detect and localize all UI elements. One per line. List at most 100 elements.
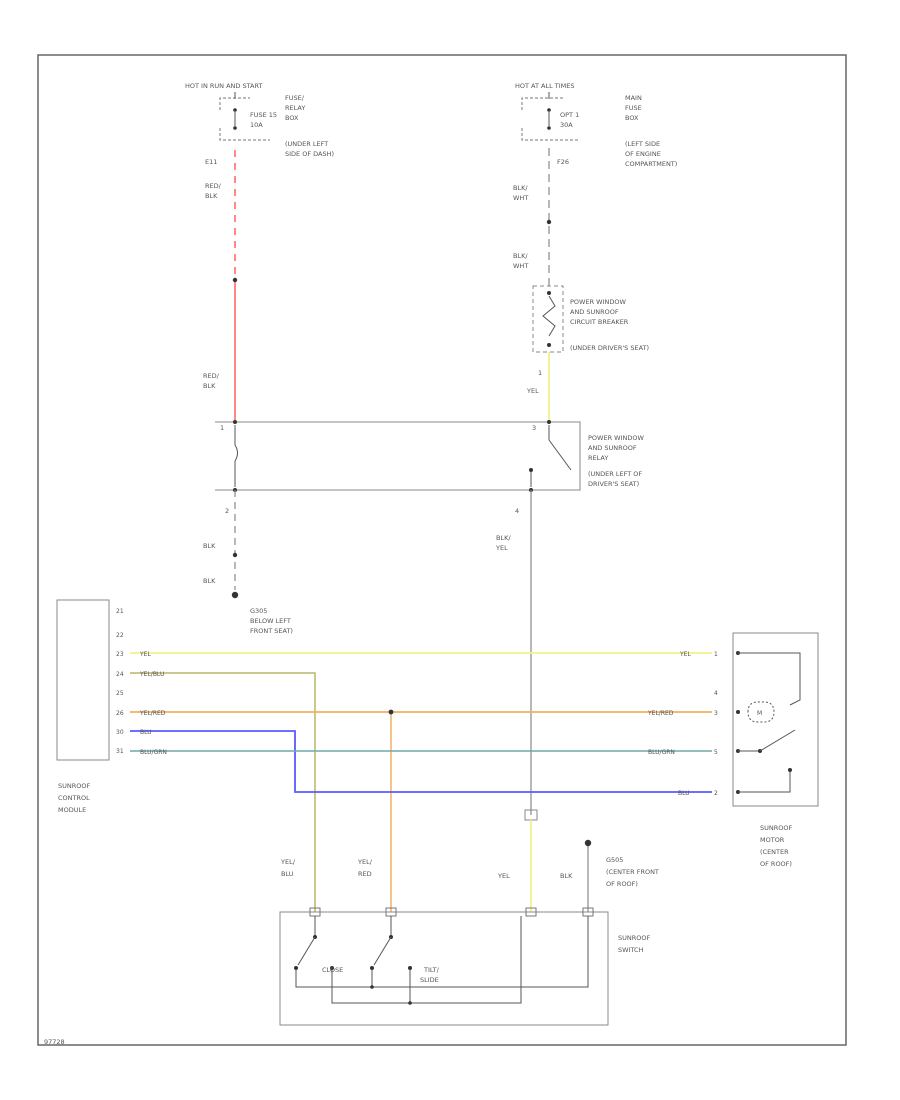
right-fuse-box-1: MAIN (625, 94, 642, 102)
right-source-label: HOT AT ALL TIMES (515, 82, 575, 90)
module-wire-yel: YEL (139, 651, 151, 658)
switch-wire-yelred-1: YEL/ (357, 858, 373, 866)
switch-label-tilt-2: SLIDE (420, 976, 439, 984)
module-label-2: CONTROL (58, 794, 90, 802)
wire-label-blk-2: BLK (203, 577, 216, 585)
left-fuse-box-3: BOX (285, 114, 299, 122)
module-pin-22: 22 (116, 632, 124, 639)
wire-label-redblk-a1: RED/ (205, 182, 222, 190)
diagram-border (37, 54, 847, 1046)
wire-label-blk-1: BLK (203, 542, 216, 550)
right-fuse-amps: 30A (560, 121, 573, 129)
right-fuse-box-2: FUSE (625, 104, 642, 112)
wire-label-blkwht-a2: WHT (513, 194, 528, 202)
motor-wire-yelred: YEL/RED (647, 710, 674, 717)
right-location-1: (LEFT SIDE (625, 140, 660, 148)
right-fuse-name: OPT 1 (560, 111, 579, 119)
ground-left-id: G305 (250, 607, 267, 615)
wire-label-e11: E11 (205, 158, 217, 166)
relay-pin-3: 3 (532, 424, 536, 432)
left-fuse-name: FUSE 15 (250, 111, 277, 119)
wire-label-redblk-b2: BLK (203, 382, 216, 390)
switch-wire-yelblu-1: YEL/ (280, 858, 296, 866)
switch-label-2: SWITCH (618, 946, 644, 954)
figure-code: 97728 (44, 1038, 65, 1046)
module-wire-blugrn: BLU/GRN (140, 749, 167, 756)
right-fuse-box-3: BOX (625, 114, 639, 122)
module-pin-26: 26 (116, 710, 124, 717)
module-pin-31: 31 (116, 748, 124, 755)
circuit-breaker: POWER WINDOW AND SUNROOF CIRCUIT BREAKER… (532, 285, 649, 353)
left-fuse-box-2: RELAY (285, 104, 305, 112)
module-label-3: MODULE (58, 806, 86, 814)
ground-right-2: OF ROOF) (606, 880, 638, 888)
motor-label-2: MOTOR (760, 836, 785, 844)
motor-pin-1: 1 (714, 651, 718, 658)
left-source-label: HOT IN RUN AND START (185, 82, 263, 90)
left-location-2: SIDE OF DASH) (285, 150, 334, 158)
switch-wire-yel: YEL (497, 872, 510, 880)
right-location-3: COMPARTMENT) (625, 160, 677, 168)
switch-wire-blk: BLK (560, 872, 573, 880)
left-location-1: (UNDER LEFT (285, 140, 328, 148)
module-wire-yelblu: YEL/BLU (139, 671, 164, 678)
sunroof-control-module: 21 22 23 24 25 26 30 31 SUNROOF CONTROL … (56, 599, 124, 814)
left-power-source: HOT IN RUN AND START FUSE 15 10A FUSE/ R… (185, 82, 334, 158)
motor-pin-4: 4 (714, 690, 718, 697)
motor-wire-blu: BLU (678, 790, 690, 797)
module-label-1: SUNROOF (58, 782, 90, 790)
wire-label-blkwht-a1: BLK/ (513, 184, 528, 192)
module-pin-25: 25 (116, 690, 124, 697)
relay-label-1: POWER WINDOW (588, 434, 644, 442)
ground-right-1: (CENTER FRONT (606, 868, 659, 876)
motor-label-3: (CENTER (760, 848, 789, 856)
switch-label-1: SUNROOF (618, 934, 650, 942)
relay-pin-2: 2 (225, 507, 229, 515)
sunroof-motor: 1 4 3 5 2 M SUNROOF MOTOR (CENTER OF ROO… (714, 632, 819, 868)
breaker-label-1: POWER WINDOW (570, 298, 626, 306)
relay: 1 3 2 4 POWER WINDOW AND SUNROOF RELAY (… (215, 420, 644, 515)
sunroof-switch: CLOSE TILT/ SLIDE SUNROOF SWITCH (279, 907, 650, 1026)
wire-label-blkyel-2: YEL (495, 544, 508, 552)
switch-label-close: CLOSE (322, 966, 343, 974)
module-wire-blu: BLU (140, 729, 152, 736)
wire-label-breaker-pin: 1 (538, 369, 542, 377)
relay-label-3: RELAY (588, 454, 608, 462)
right-connector: F26 (557, 158, 569, 166)
breaker-label-3: CIRCUIT BREAKER (570, 318, 629, 326)
module-pin-21: 21 (116, 608, 124, 615)
wire-label-blkwht-b1: BLK/ (513, 252, 528, 260)
breaker-label-4: (UNDER DRIVER'S SEAT) (570, 344, 649, 352)
module-wire-yelred: YEL/RED (139, 710, 166, 717)
wire-blu (130, 730, 712, 793)
switch-wire-yelblu-2: BLU (281, 870, 294, 878)
module-pin-24: 24 (116, 671, 124, 678)
left-fuse-box-1: FUSE/ (285, 94, 305, 102)
module-pin-30: 30 (116, 729, 124, 736)
relay-pin-1: 1 (220, 424, 224, 432)
wire-yel-blu (130, 672, 316, 912)
breaker-label-2: AND SUNROOF (570, 308, 619, 316)
wire-label-yel-breaker: YEL (526, 387, 539, 395)
motor-label-1: SUNROOF (760, 824, 792, 832)
right-power-source: HOT AT ALL TIMES OPT 1 30A MAIN FUSE BOX… (515, 82, 677, 168)
motor-pin-5: 5 (714, 749, 718, 756)
motor-m-symbol: M (757, 710, 762, 717)
relay-label-2: AND SUNROOF (588, 444, 637, 452)
relay-pin-4: 4 (515, 507, 519, 515)
switch-wire-yelred-2: RED (358, 870, 372, 878)
right-location-2: OF ENGINE (625, 150, 661, 158)
motor-wire-blugrn: BLU/GRN (648, 749, 675, 756)
motor-pin-3: 3 (714, 710, 718, 717)
relay-label-5: DRIVER'S SEAT) (588, 480, 639, 488)
wire-label-redblk-a2: BLK (205, 192, 218, 200)
motor-wire-yel: YEL (679, 651, 691, 658)
ground-left-1: BELOW LEFT (250, 617, 291, 625)
module-pin-23: 23 (116, 651, 124, 658)
switch-label-tilt-1: TILT/ (423, 966, 440, 974)
ground-left-2: FRONT SEAT) (250, 627, 293, 635)
motor-pin-2: 2 (714, 790, 718, 797)
wire-label-redblk-b1: RED/ (203, 372, 220, 380)
motor-label-4: OF ROOF) (760, 860, 792, 868)
